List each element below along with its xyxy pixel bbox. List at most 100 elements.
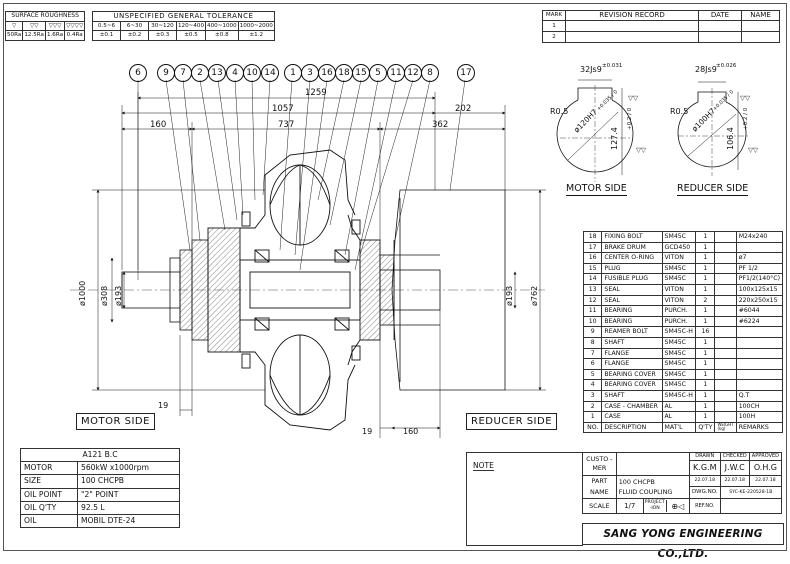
projection-symbol-icon: ⊕◁ [671,501,685,511]
bom-weight [714,411,737,423]
dim-1057: 1057 [272,104,294,114]
bom-qty: 1 [695,305,716,317]
bom-remarks [735,241,784,254]
reducer-keyway-width-tol: ±0.026 [716,63,737,69]
bom-no: 17 [582,241,603,254]
motor-keyway-depth-tol: +0.2 / 0 [627,107,633,130]
bom-no: 18 [582,231,603,243]
bom-qty: 1 [695,389,716,402]
motor-keyway-radius: R0.5 [550,107,569,116]
bom-weight [714,368,737,381]
bom-weight [714,347,737,360]
spec-key: OIL POINT [20,487,78,502]
bom-qty: 1 [695,400,716,413]
bom-remarks: 100H [735,411,784,423]
bom-description: SEAL [601,283,663,296]
bom-weight [714,315,737,328]
bom-no: 7 [582,347,603,360]
drawn-label: DRAWN [688,452,721,461]
bom-description: BEARING COVER [601,379,663,391]
spec-key: SIZE [20,474,78,489]
dim-160-bottom: 160 [403,427,419,436]
approved-date: 22.07.18 [748,475,783,487]
balloon-13: 13 [208,64,226,82]
approved-by: O.H.G [748,460,783,476]
balloon-6: 6 [129,64,147,82]
dwg-no: SYC-KE-220528-1B [719,485,783,500]
bom-remarks: 100x125x15 [735,283,784,296]
bom-weight [714,336,737,349]
surface-roughness-table: SURFACE ROUGHNESS ▽ ▽▽ ▽▽▽ ▽▽▽▽ 50Ra 12.… [4,11,86,41]
checked-by: J.W.C [719,460,750,476]
bom-no: 16 [582,252,603,264]
bom-weight [714,389,737,402]
bom-remarks [735,368,784,381]
bom-no: 5 [582,368,603,381]
bom-weight [714,262,737,275]
part-name-desc: FLUID COUPLING [618,488,673,496]
bom-material: SM45C [661,347,697,360]
dimension-lines [92,92,546,438]
brake-drum [379,189,506,391]
bom-qty: 1 [695,336,716,349]
revision-record-table: MARK REVISION RECORD DATE NAME 1 2 [542,10,780,43]
motor-keyway-depth: 127.4 [610,127,619,150]
bom-qty: 1 [695,273,716,285]
reducer-side-label: REDUCER SIDE [466,413,558,430]
bom-header: NO. [582,421,603,434]
motor-side-flange [121,239,209,341]
bom-weight [714,241,737,254]
motor-keyway-width: 32Js9 [580,65,602,74]
bom-remarks: M24x240 [735,231,784,243]
bom-remarks: ø7 [735,252,784,264]
bom-no: 6 [582,358,603,370]
bom-material: VITON [661,294,697,307]
bom-no: 12 [582,294,603,307]
bom-description: FIXING BOLT [601,231,663,243]
bom-weight [714,231,737,243]
bom-no: 2 [582,400,603,413]
bom-material: GCD450 [661,241,697,254]
bom-no: 9 [582,326,603,338]
dim-19-right: 19 [362,427,373,436]
bom-material: SM45C [661,231,697,243]
reducer-keyway-depth-tol: +0.2 / 0 [743,107,749,130]
bom-remarks: 220x250x15 [735,294,784,307]
bom-no: 1 [582,411,603,423]
bom-qty: 1 [695,262,716,275]
company-name: SANG YONG ENGINEERING CO.,LTD. [582,523,784,560]
spec-value: 92.5 L [77,500,180,516]
checked-date: 22.07.18 [719,475,750,487]
bom-description: PLUG [601,262,663,275]
bom-no: 14 [582,273,603,285]
spec-value: "2" POINT [77,487,180,502]
bom-material: AL [661,400,697,413]
part-name-model: 100 CHCPB [618,478,655,486]
spec-value: 560kW x1000rpm [77,461,180,476]
bom-description: FLANGE [601,358,663,370]
bom-material: AL [661,411,697,423]
balloon-8: 8 [421,64,439,82]
bom-weight [714,273,737,285]
bom-material: SM45C [661,262,697,275]
bom-description: SHAFT [601,389,663,402]
bom-weight [714,283,737,296]
motor-side-detail-label: MOTOR SIDE [566,183,627,196]
bom-qty: 1 [695,315,716,328]
checked-label: CHECKED [719,452,750,461]
balloon-17: 17 [457,64,475,82]
bom-qty: 1 [695,241,716,254]
bom-header: DESCRIPTION [601,421,663,434]
